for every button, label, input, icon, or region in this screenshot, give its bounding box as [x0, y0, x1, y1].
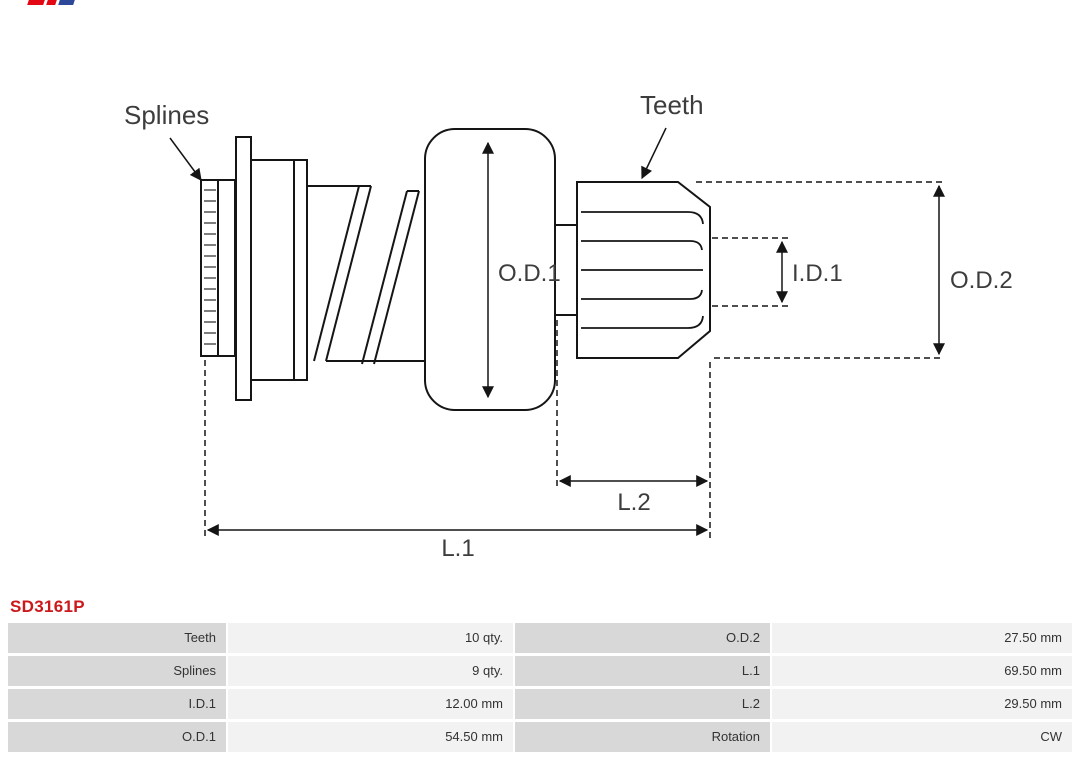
spec-table: Teeth 10 qty. O.D.2 27.50 mm Splines 9 q…	[8, 623, 1072, 752]
brand-logo-fragment	[27, 0, 75, 6]
splines-label: Splines	[124, 100, 209, 130]
spec-value-l1: 69.50 mm	[772, 656, 1072, 686]
dimension-lines	[169, 127, 945, 540]
spring	[307, 185, 425, 365]
starter-drive-drawing: Splines Teeth O.D.1 I.D.1 O.D.2 L.2 L.1	[124, 90, 1013, 562]
spec-row: Splines 9 qty. L.1 69.50 mm	[8, 656, 1072, 686]
spec-label-id1: I.D.1	[8, 689, 226, 719]
collar	[250, 159, 308, 381]
technical-diagram: Splines Teeth O.D.1 I.D.1 O.D.2 L.2 L.1	[124, 90, 1013, 562]
logo-red-segment	[46, 0, 57, 5]
spec-value-teeth: 10 qty.	[228, 623, 513, 653]
spec-label-od2: O.D.2	[515, 623, 770, 653]
spec-label-teeth: Teeth	[8, 623, 226, 653]
logo-red-segment	[27, 0, 45, 5]
spec-value-rotation: CW	[772, 722, 1072, 752]
spec-label-od1: O.D.1	[8, 722, 226, 752]
teeth-label: Teeth	[640, 90, 704, 120]
spec-value-id1: 12.00 mm	[228, 689, 513, 719]
spec-value-od2: 27.50 mm	[772, 623, 1072, 653]
spec-value-splines: 9 qty.	[228, 656, 513, 686]
logo-blue-segment	[58, 0, 75, 5]
spline-hatch	[204, 189, 216, 345]
part-number: SD3161P	[10, 597, 85, 616]
pinion-gear	[576, 181, 711, 359]
flange-disc	[235, 136, 252, 401]
part-outline	[200, 128, 711, 411]
gear-teeth-lines	[581, 211, 704, 329]
spec-label-splines: Splines	[8, 656, 226, 686]
l2-label: L.2	[617, 489, 650, 516]
spec-row: Teeth 10 qty. O.D.2 27.50 mm	[8, 623, 1072, 653]
spec-label-l2: L.2	[515, 689, 770, 719]
id1-label: I.D.1	[792, 260, 843, 287]
spec-row: O.D.1 54.50 mm Rotation CW	[8, 722, 1072, 752]
l1-label: L.1	[441, 535, 474, 562]
spec-value-od1: 54.50 mm	[228, 722, 513, 752]
spec-row: I.D.1 12.00 mm L.2 29.50 mm	[8, 689, 1072, 719]
spec-value-l2: 29.50 mm	[772, 689, 1072, 719]
spec-label-rotation: Rotation	[515, 722, 770, 752]
od2-label: O.D.2	[950, 267, 1013, 294]
spec-label-l1: L.1	[515, 656, 770, 686]
od1-label: O.D.1	[498, 260, 561, 287]
